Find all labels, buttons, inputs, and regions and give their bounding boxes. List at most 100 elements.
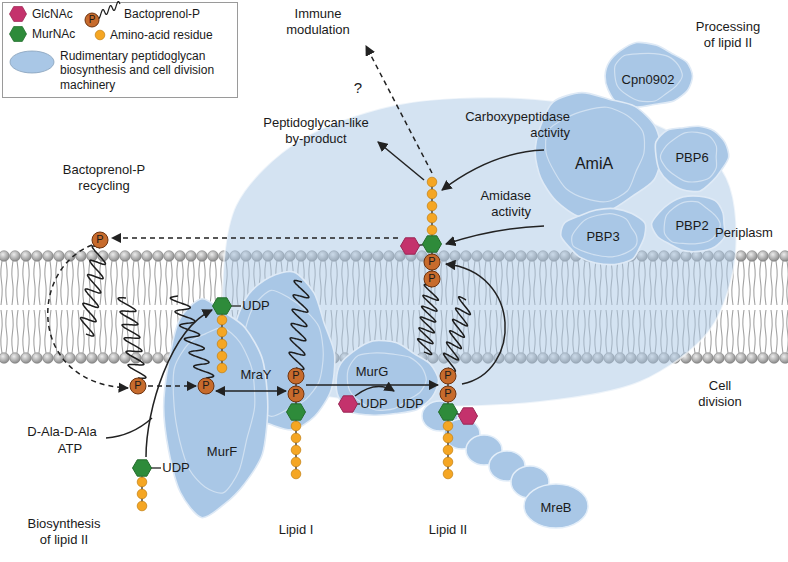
phosphate-label: P bbox=[96, 233, 103, 246]
legend-text: MurNAc bbox=[32, 27, 75, 41]
phosphate-circle bbox=[92, 232, 108, 248]
lipid-tail bbox=[122, 261, 123, 305]
amino-acid bbox=[427, 201, 437, 211]
protein-name: PBP2 bbox=[675, 218, 708, 234]
protein-outline bbox=[164, 299, 268, 518]
lipid-tail bbox=[67, 261, 68, 305]
amino-acid bbox=[443, 445, 453, 455]
lipid-tail bbox=[171, 261, 172, 305]
lipid-tail bbox=[166, 261, 167, 305]
phosphate-circle bbox=[424, 254, 440, 270]
lipid-tail bbox=[155, 310, 156, 353]
lipid-tail bbox=[749, 261, 750, 305]
udp-label: UDP bbox=[242, 298, 269, 314]
lipid-tail bbox=[133, 310, 134, 353]
lipid-tail bbox=[160, 310, 161, 353]
lipid-tail bbox=[111, 310, 112, 353]
lipid-tail bbox=[776, 261, 777, 305]
protein-name: MurG bbox=[356, 364, 389, 380]
lipid-tail bbox=[105, 261, 106, 305]
lipid-head bbox=[747, 251, 758, 262]
lipid-tail bbox=[760, 261, 761, 305]
phosphate-label: P bbox=[444, 387, 451, 400]
lipid-tail bbox=[732, 310, 733, 353]
lipid-head bbox=[153, 251, 164, 262]
lipid-tail bbox=[182, 261, 183, 305]
lipid-head bbox=[10, 353, 21, 364]
molecule-name: Lipid I bbox=[279, 522, 314, 538]
lipid-head bbox=[142, 353, 153, 364]
lipid-tail bbox=[89, 261, 90, 305]
lipid-head bbox=[769, 353, 780, 364]
lipid-tail bbox=[193, 261, 194, 305]
lipid-head bbox=[98, 353, 109, 364]
protein-texture bbox=[660, 132, 716, 182]
legend-swatch bbox=[95, 30, 105, 40]
lipid-head bbox=[208, 251, 219, 262]
lipid-tail bbox=[61, 310, 62, 353]
sugar-hexagon bbox=[287, 404, 306, 420]
lipid-tail bbox=[754, 261, 755, 305]
amino-acid bbox=[443, 421, 453, 431]
chemical-bond bbox=[410, 244, 432, 246]
protein-texture bbox=[615, 53, 683, 101]
bactoprenol-chain bbox=[418, 284, 439, 354]
lipid-head bbox=[692, 353, 703, 364]
lipid-head bbox=[780, 251, 788, 262]
lipid-head bbox=[0, 353, 9, 364]
amino-acid bbox=[427, 225, 437, 235]
lipid-tail bbox=[144, 261, 145, 305]
filament-chain: MreB bbox=[418, 396, 594, 530]
lipid-tail bbox=[771, 261, 772, 305]
lipid-tail bbox=[749, 310, 750, 353]
reaction-arrow bbox=[48, 245, 128, 388]
lipid-tail bbox=[105, 310, 106, 353]
molecule-name: Lipid II bbox=[429, 522, 467, 538]
sugar-hexagon bbox=[133, 460, 152, 476]
reaction-arrow bbox=[446, 226, 544, 244]
amino-acid bbox=[427, 189, 437, 199]
reaction-arrow bbox=[148, 385, 196, 387]
phosphate-label: P bbox=[202, 379, 209, 392]
lipid-tail bbox=[45, 310, 46, 353]
protein-name: AmiA bbox=[575, 154, 613, 173]
lipid-tail bbox=[72, 261, 73, 305]
reaction-arrow bbox=[442, 150, 544, 190]
lipid-head bbox=[65, 251, 76, 262]
amino-acid bbox=[137, 501, 147, 511]
amino-acid bbox=[443, 469, 453, 479]
lipid-head bbox=[21, 353, 32, 364]
lipid-tail bbox=[83, 310, 84, 353]
lipid-head bbox=[32, 353, 43, 364]
lipid-tail bbox=[23, 261, 24, 305]
lipid-head bbox=[131, 251, 142, 262]
protein-outline bbox=[655, 126, 729, 191]
legend-text: Amino-acid residue bbox=[110, 28, 213, 42]
lipid-head bbox=[758, 353, 769, 364]
legend-swatch bbox=[10, 7, 27, 22]
lipid-tail bbox=[17, 261, 18, 305]
legend-symbol-label: P bbox=[89, 14, 96, 26]
lipid-tail bbox=[149, 310, 150, 353]
protein-blob: AmiA bbox=[526, 86, 666, 220]
lipid-head bbox=[21, 251, 32, 262]
udp-label: UDP bbox=[360, 396, 387, 412]
protein-name: MreB bbox=[540, 500, 571, 516]
legend-text: Rudimentary peptidoglycan biosynthesis a… bbox=[60, 49, 234, 92]
lipid-tail bbox=[89, 310, 90, 353]
amino-acid bbox=[427, 213, 437, 223]
bactoprenol-chain bbox=[289, 280, 309, 369]
bactoprenol-chain bbox=[444, 297, 471, 372]
substrate-label: D-Ala-D-Ala bbox=[27, 424, 96, 440]
amino-acid bbox=[217, 327, 227, 337]
lipid-head bbox=[0, 251, 9, 262]
lipid-tail bbox=[78, 261, 79, 305]
lipid-tail bbox=[6, 310, 7, 353]
lipid-head bbox=[87, 353, 98, 364]
lipid-head bbox=[747, 353, 758, 364]
phosphate-circle bbox=[130, 378, 146, 394]
phosphate-circle bbox=[288, 368, 304, 384]
lipid-tail bbox=[765, 261, 766, 305]
reaction-arrow bbox=[112, 237, 398, 239]
